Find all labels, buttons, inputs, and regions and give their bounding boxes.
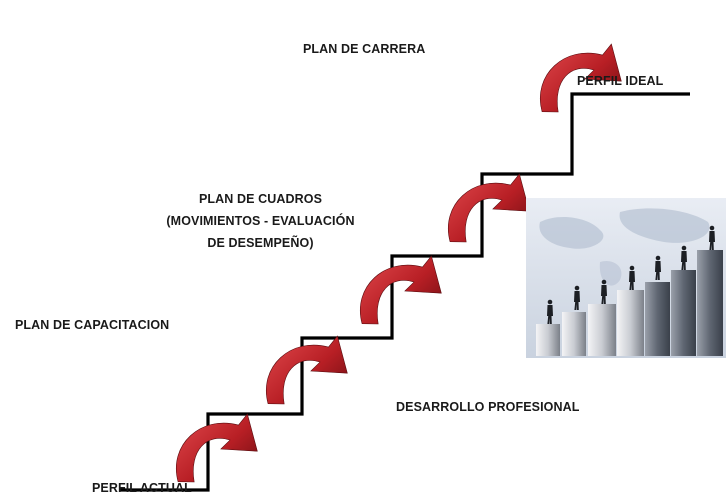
step-arrow-4	[442, 173, 533, 245]
business-stairs-climb-image	[526, 198, 726, 358]
plan-cuadros-label-line2: (MOVIMIENTOS - EVALUACIÓN	[166, 214, 355, 228]
step-arrow-3	[354, 255, 445, 327]
plan-cuadros-label-line3: DE DESEMPEÑO)	[207, 236, 314, 250]
plan-cuadros-label-line1: PLAN DE CUADROS	[198, 192, 323, 206]
desarrollo-profesional-label: DESARROLLO PROFESIONAL	[396, 400, 580, 414]
plan-carrera-label: PLAN DE CARRERA	[303, 42, 426, 56]
step-arrow-1	[170, 413, 261, 485]
step-arrow-2	[260, 335, 351, 407]
perfil-actual-label: PERFIL ACTUAL	[92, 481, 192, 495]
perfil-ideal-label: PERFIL IDEAL	[577, 74, 664, 88]
plan-capacitacion-label: PLAN DE CAPACITACION	[15, 318, 170, 332]
